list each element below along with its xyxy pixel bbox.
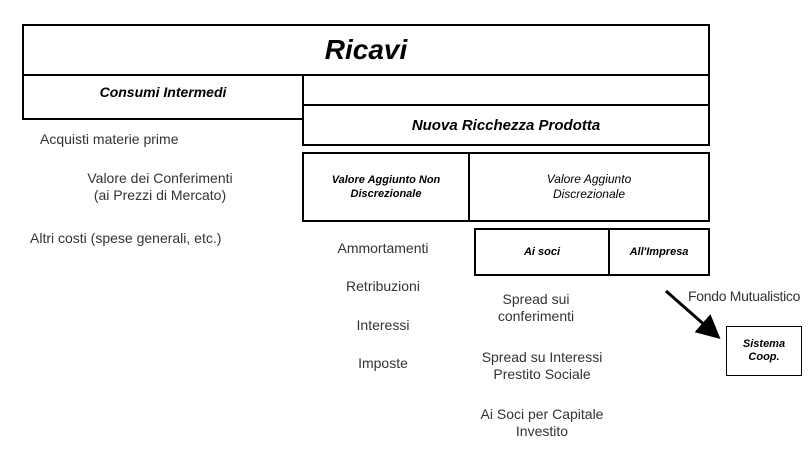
ai-soci-label: Ai soci (523, 246, 561, 258)
soci-item: Spread sui conferimenti (497, 291, 575, 324)
sistema-coop-box: Sistema Coop. (726, 326, 802, 376)
non-discrezionale-item: Retribuzioni (346, 278, 420, 294)
ricavi-box: Ricavi (22, 24, 710, 76)
valore-discrezionale-line: Valore Aggiunto (546, 172, 632, 186)
consumi-intermedi-box: Consumi Intermedi (22, 74, 304, 120)
all-impresa-label: All'Impresa (629, 246, 689, 258)
nuova-ricchezza-box: Nuova Ricchezza Prodotta (302, 104, 710, 146)
valore-discrezionale-box: Valore Aggiunto Discrezionale (468, 152, 710, 222)
sistema-coop-line: Sistema (742, 338, 786, 350)
non-discrezionale-item: Ammortamenti (337, 240, 429, 256)
consumi-divider-box (302, 74, 710, 104)
valore-discrezionale-line: Discrezionale (552, 187, 625, 201)
consumi-item: Acquisti materie prime (40, 131, 179, 147)
sistema-coop-line: Coop. (748, 351, 780, 363)
ricavi-label: Ricavi (324, 34, 408, 65)
valore-non-discrezionale-line: Discrezionale (350, 188, 422, 200)
non-discrezionale-item: Imposte (358, 355, 408, 371)
nuova-ricchezza-label: Nuova Ricchezza Prodotta (411, 116, 601, 134)
all-impresa-box: All'Impresa (608, 228, 710, 276)
valore-non-discrezionale-box: Valore Aggiunto Non Discrezionale (302, 152, 470, 222)
non-discrezionale-item: Interessi (356, 317, 410, 333)
consumi-item: Altri costi (spese generali, etc.) (30, 230, 222, 246)
valore-non-discrezionale-line: Valore Aggiunto Non (331, 174, 441, 186)
consumi-intermedi-label: Consumi Intermedi (99, 84, 227, 100)
fondo-mutualistico-label: Fondo Mutualistico (688, 288, 801, 304)
soci-item: Ai Soci per Capitale Investito (480, 406, 604, 439)
consumi-item: Valore dei Conferimenti (ai Prezzi di Me… (87, 170, 233, 203)
arrow-icon (665, 289, 721, 339)
ai-soci-box: Ai soci (474, 228, 610, 276)
soci-item: Spread su Interessi Prestito Sociale (481, 349, 603, 382)
